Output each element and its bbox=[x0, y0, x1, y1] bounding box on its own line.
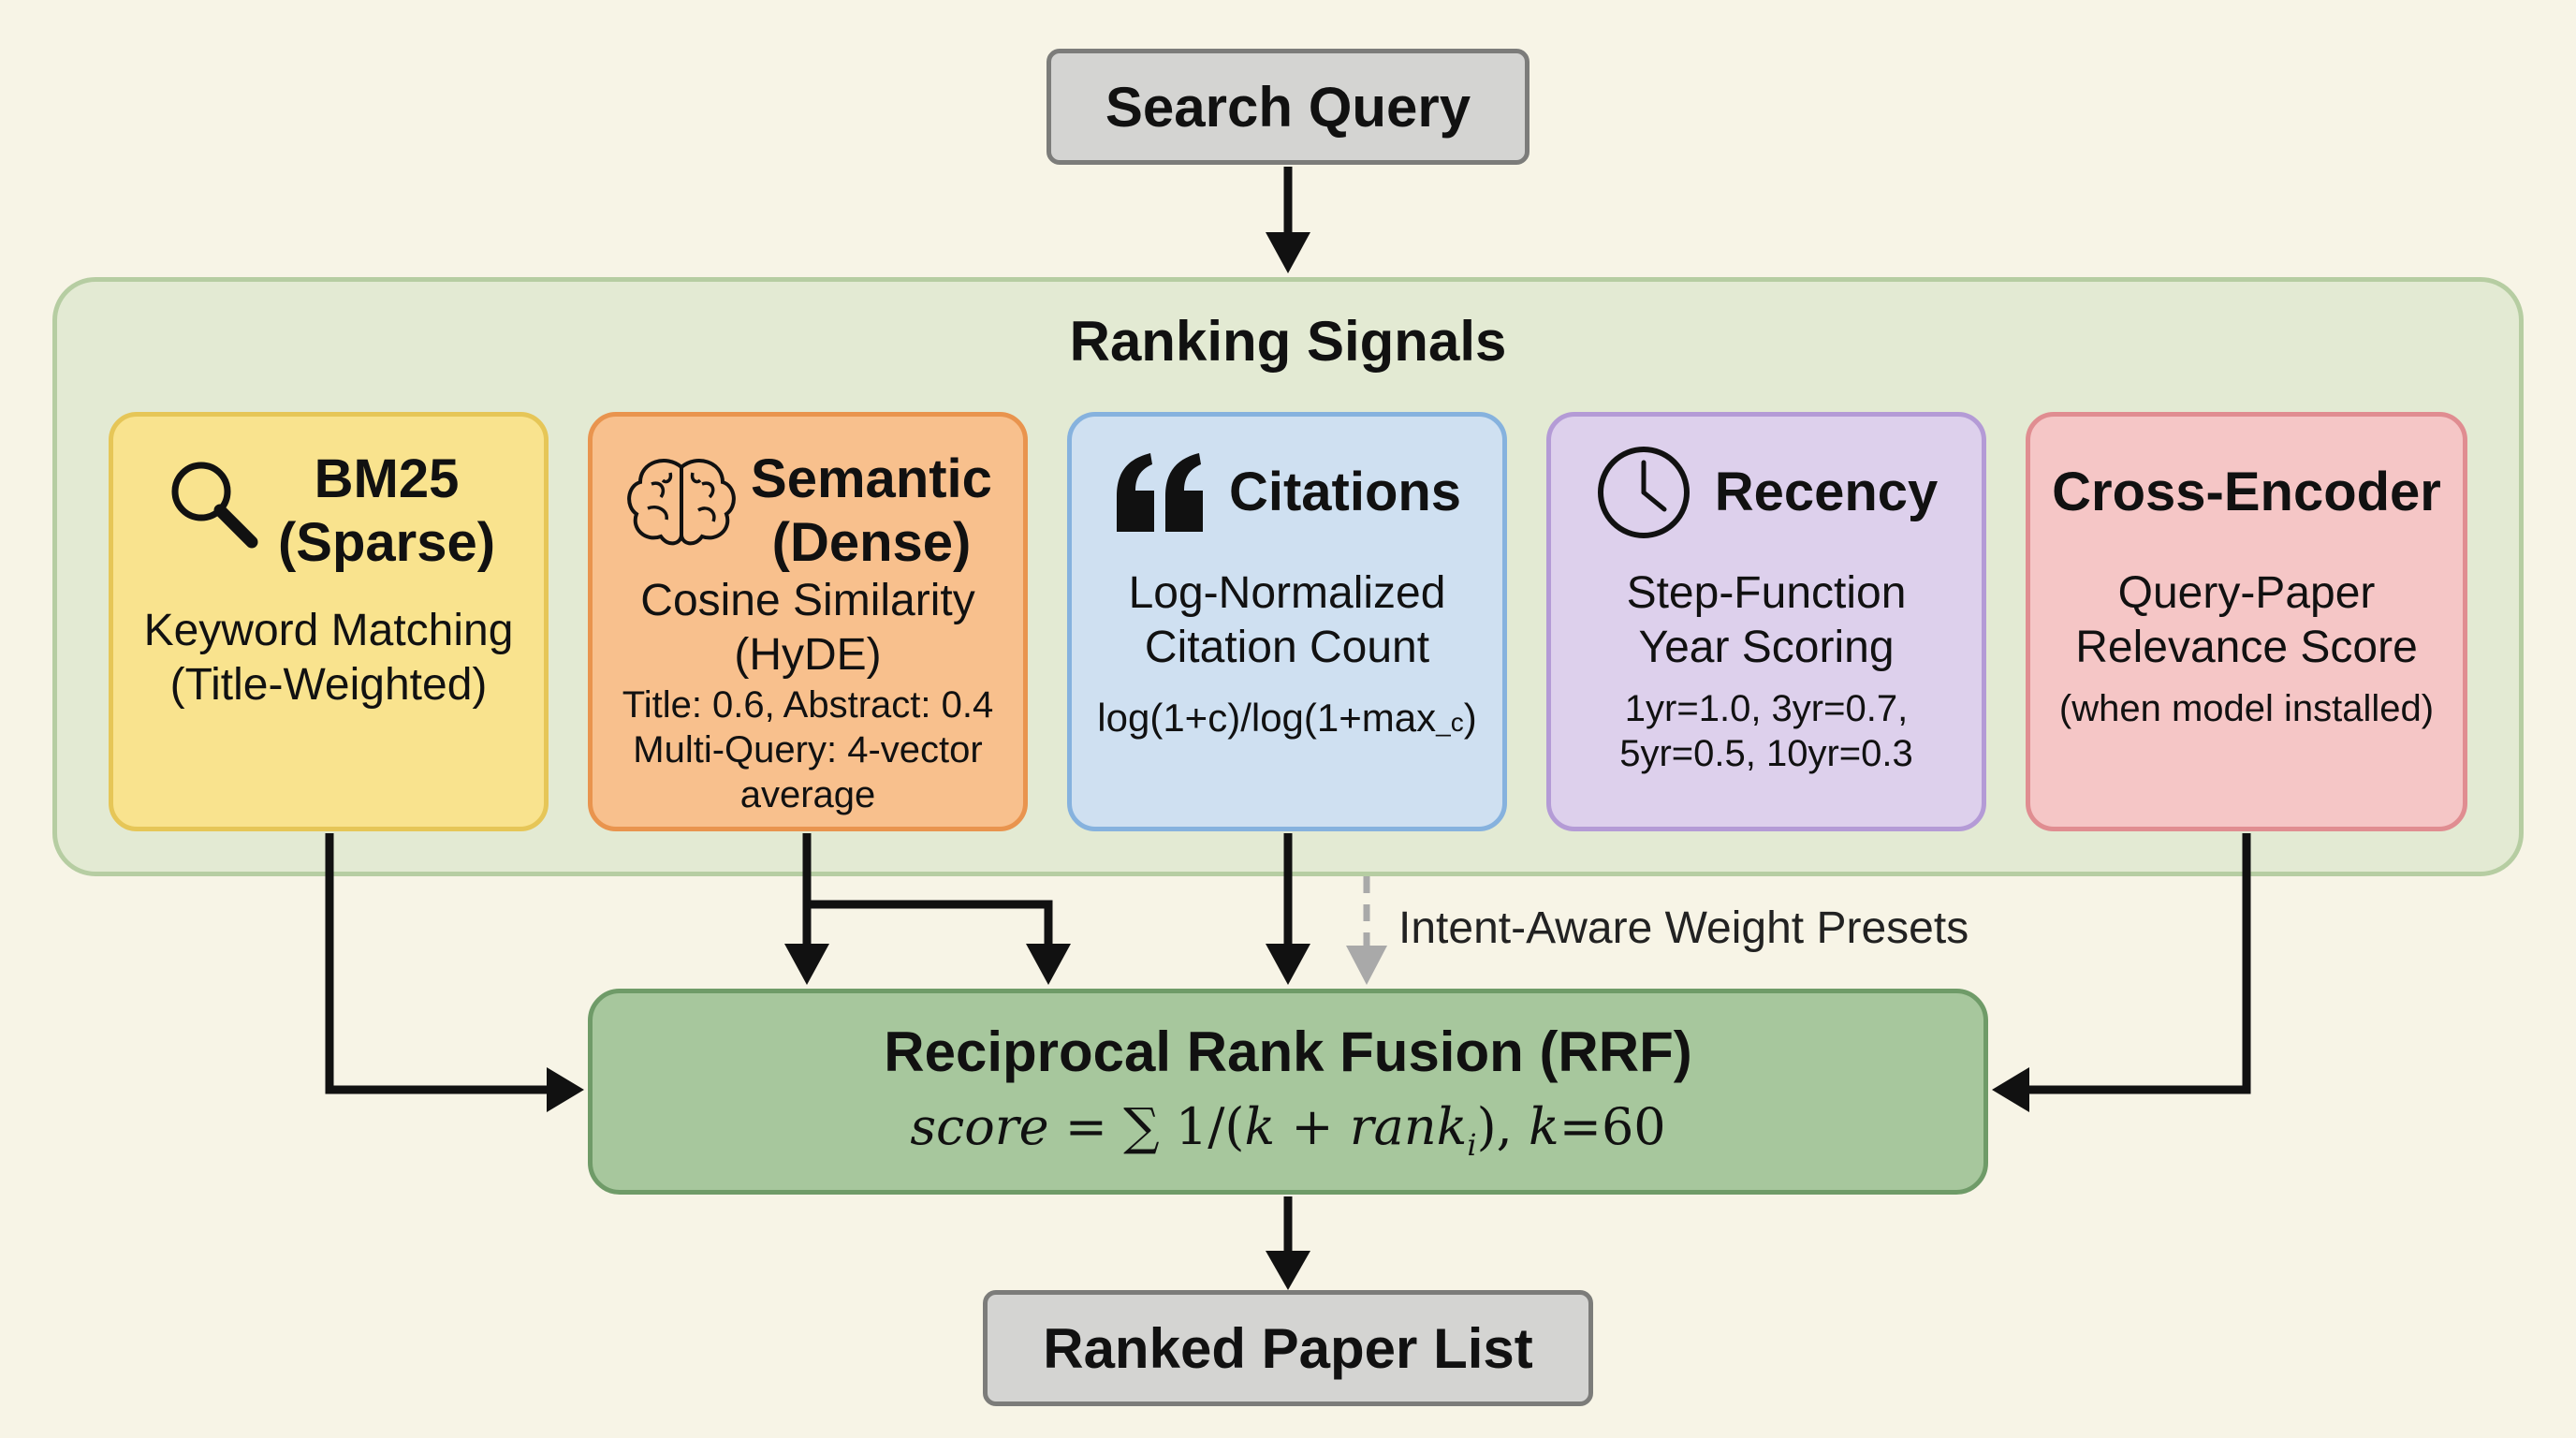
ranking-signals-title: Ranking Signals bbox=[1069, 310, 1507, 373]
intent-aware-annotation: Intent-Aware Weight Presets bbox=[1398, 903, 1969, 953]
clock-icon bbox=[1597, 447, 1690, 538]
recency-title: Recency bbox=[1714, 462, 1939, 522]
semantic-card: Semantic (Dense) Cosine Similarity (HyDE… bbox=[588, 412, 1028, 831]
citations-title: Citations bbox=[1228, 462, 1462, 522]
brain-icon bbox=[627, 459, 736, 546]
rrf-formula: score = ∑ 1/(k + ranki), k=60 bbox=[910, 1097, 1666, 1163]
recency-card: Recency Step-Function Year Scoring 1yr=1… bbox=[1546, 412, 1986, 831]
citations-card: Citations Log-Normalized Citation Count … bbox=[1067, 412, 1507, 831]
citations-detail: log(1+c)/log(1+max_c) bbox=[1097, 696, 1477, 740]
bm25-desc: Keyword Matching (Title-Weighted) bbox=[143, 606, 514, 710]
bm25-title: BM25 (Sparse) bbox=[277, 448, 496, 573]
semantic-detail: Title: 0.6, Abstract: 0.4 Multi-Query: 4… bbox=[622, 684, 994, 815]
ranked-paper-list-box: Ranked Paper List bbox=[983, 1290, 1593, 1406]
cross-encoder-detail: (when model installed) bbox=[2058, 688, 2435, 729]
bm25-card: BM25 (Sparse) Keyword Matching (Title-We… bbox=[109, 412, 549, 831]
cross-encoder-desc: Query-Paper Relevance Score bbox=[2075, 568, 2418, 672]
cross-encoder-title: Cross-Encoder bbox=[2052, 462, 2441, 522]
search-query-box: Search Query bbox=[1046, 49, 1530, 165]
citations-desc: Log-Normalized Citation Count bbox=[1128, 568, 1446, 672]
semantic-desc: Cosine Similarity (HyDE) bbox=[640, 576, 975, 680]
ranked-paper-list-label: Ranked Paper List bbox=[1043, 1316, 1533, 1380]
quote-icon bbox=[1116, 453, 1203, 532]
search-icon bbox=[171, 462, 258, 549]
semantic-title: Semantic (Dense) bbox=[751, 448, 992, 573]
recency-detail: 1yr=1.0, 3yr=0.7, 5yr=0.5, 10yr=0.3 bbox=[1619, 688, 1913, 774]
cross-encoder-card: Cross-Encoder Query-Paper Relevance Scor… bbox=[2026, 412, 2467, 831]
rrf-box: Reciprocal Rank Fusion (RRF) score = ∑ 1… bbox=[588, 989, 1988, 1195]
recency-desc: Step-Function Year Scoring bbox=[1626, 568, 1907, 672]
rrf-title: Reciprocal Rank Fusion (RRF) bbox=[884, 1020, 1692, 1083]
search-query-label: Search Query bbox=[1105, 75, 1471, 139]
